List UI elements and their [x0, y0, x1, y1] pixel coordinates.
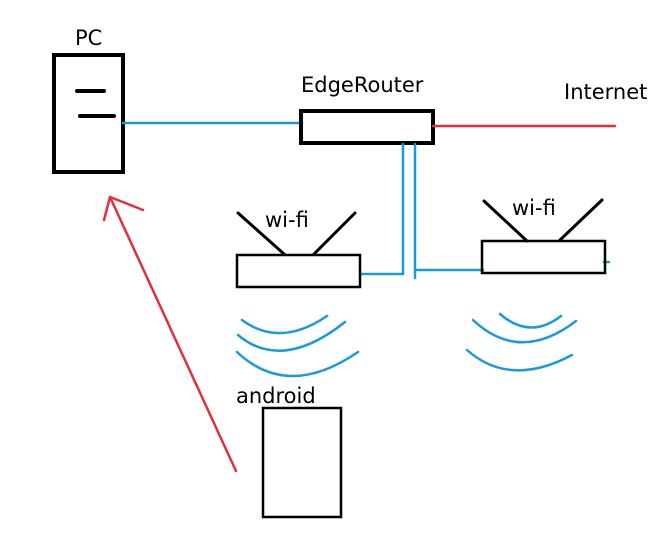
signal-wave [236, 320, 347, 352]
wifi-signal-left [235, 314, 360, 378]
edgerouter-label: EdgeRouter [301, 73, 424, 97]
android-device [261, 406, 343, 519]
antenna-icon [312, 211, 357, 256]
signal-wave [235, 350, 360, 378]
wifi-ap-right [480, 198, 607, 275]
arrow-head [102, 195, 112, 222]
signal-wave [240, 314, 329, 335]
edgerouter-device [299, 109, 435, 145]
ap-body [235, 253, 362, 289]
wifi-left-label: wi-fi [265, 208, 309, 232]
router-ap-links [358, 142, 611, 280]
android-label: android [236, 384, 316, 408]
signal-wave [471, 318, 578, 344]
wifi-right-label: wi-fi [512, 196, 556, 220]
pc-case [52, 53, 125, 174]
antenna-icon [482, 199, 529, 243]
pc-device [52, 53, 125, 174]
traffic-arrow [102, 195, 238, 473]
wifi-signal-right [465, 312, 578, 372]
antenna-icon [558, 198, 604, 242]
internet-label: Internet [564, 80, 648, 104]
pc-label: PC [75, 26, 103, 50]
wifi-ap-left [235, 211, 362, 289]
arrow-head [108, 195, 145, 212]
signal-wave [498, 312, 563, 329]
antenna-icon [236, 211, 286, 256]
ap-body [480, 239, 607, 275]
arrow-shaft [108, 195, 238, 473]
signal-wave [465, 348, 574, 372]
